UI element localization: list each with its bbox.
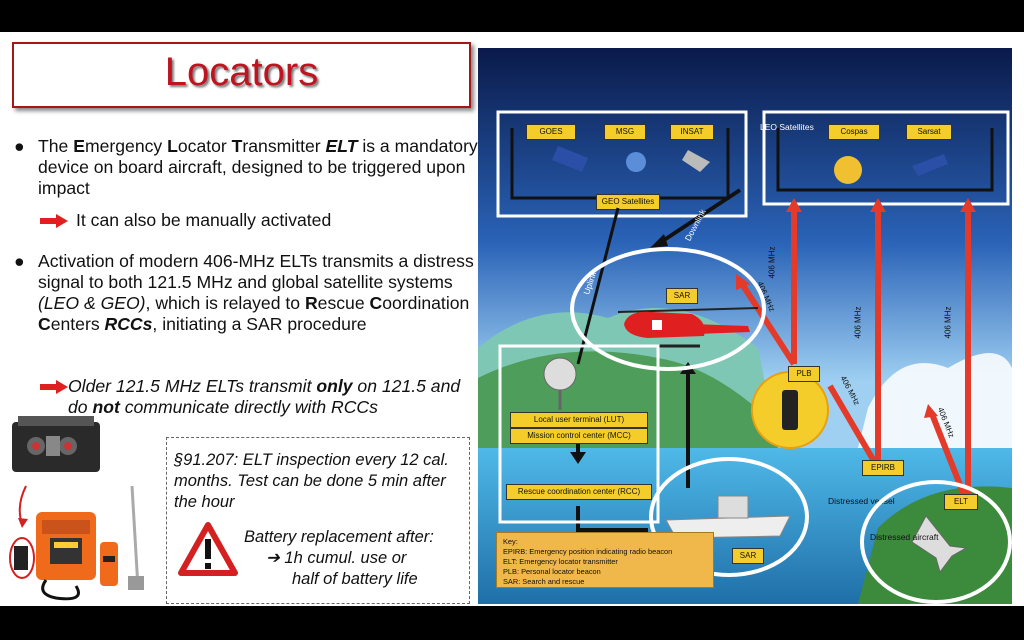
bullet-2-text: Activation of modern 406-MHz ELTs transm… xyxy=(38,251,474,334)
bullet-2-sub: Older 121.5 MHz ELTs transmit only on 12… xyxy=(68,376,461,417)
battery-heading: Battery replacement after: xyxy=(244,528,434,546)
bullet-dot: ● xyxy=(14,251,25,271)
bullet-dot: ● xyxy=(14,136,25,156)
battery-text: Battery replacement after: ➔ 1h cumul. u… xyxy=(244,527,466,590)
freq-label-elt: 406 MHz xyxy=(943,306,953,339)
epirb-label: EPIRB xyxy=(862,460,904,476)
geo-satellites-label: GEO Satellites xyxy=(596,194,660,210)
red-arrow-icon xyxy=(40,214,68,228)
geo-sat-goes: GOES xyxy=(526,124,576,140)
sar-ship-label: SAR xyxy=(732,548,764,564)
plb-device xyxy=(751,371,829,449)
battery-item-2: half of battery life xyxy=(292,570,418,588)
slide-title: Locators xyxy=(164,50,319,94)
plb-label: PLB xyxy=(788,366,820,382)
leo-satellites-box xyxy=(762,110,1010,206)
leo-satellites-label: LEO Satellites xyxy=(760,122,814,132)
distressed-aircraft-label: Distressed aircraft xyxy=(870,532,939,542)
warning-triangle-icon xyxy=(178,522,238,576)
mcc-label: Mission control center (MCC) xyxy=(510,428,648,444)
leo-sat-cospas: Cospas xyxy=(828,124,880,140)
geo-satellites-box xyxy=(496,110,748,218)
freq-label-plb: 406 MHz xyxy=(767,246,777,279)
leo-sat-sarsat: Sarsat xyxy=(906,124,952,140)
regulation-text: §91.207: ELT inspection every 12 cal. mo… xyxy=(174,451,449,511)
key-item-epirb: EPIRB: Emergency position indicating rad… xyxy=(503,547,673,556)
geo-sat-msg: MSG xyxy=(604,124,646,140)
slide: Locators ● The Emergency Locator Transmi… xyxy=(0,32,1024,606)
sar-helicopter xyxy=(570,247,766,371)
geo-sat-insat: INSAT xyxy=(670,124,714,140)
key-item-plb: PLB: Personal locator beacon xyxy=(503,567,601,576)
key-title: Key: xyxy=(503,537,518,546)
bullet-1-text: The Emergency Locator Transmitter ELT is… xyxy=(38,136,478,198)
freq-label-epirb: 406 MHz xyxy=(853,306,863,339)
key-item-sar: SAR: Search and rescue xyxy=(503,577,585,586)
elt-label: ELT xyxy=(944,494,978,510)
lut-label: Local user terminal (LUT) xyxy=(510,412,648,428)
sar-helicopter-label: SAR xyxy=(666,288,698,304)
red-arrow-icon xyxy=(40,380,68,394)
battery-item-1: ➔ 1h cumul. use or xyxy=(266,549,407,567)
rcc-label: Rescue coordination center (RCC) xyxy=(506,484,652,500)
title-box: Locators xyxy=(12,42,471,108)
ground-station-box xyxy=(498,344,660,524)
distressed-vessel-label: Distressed vessel xyxy=(828,496,895,506)
regulation-box xyxy=(166,437,470,604)
elt-device-illustration xyxy=(9,416,144,601)
bullet-1-sub: It can also be manually activated xyxy=(76,210,332,230)
cospas-sarsat-diagram: GOES MSG INSAT GEO Satellites LEO Satell… xyxy=(478,48,1012,604)
diagram-key: Key: EPIRB: Emergency position indicatin… xyxy=(496,532,714,588)
key-item-elt: ELT: Emergency locator transmitter xyxy=(503,557,618,566)
distressed-aircraft xyxy=(860,480,1012,604)
